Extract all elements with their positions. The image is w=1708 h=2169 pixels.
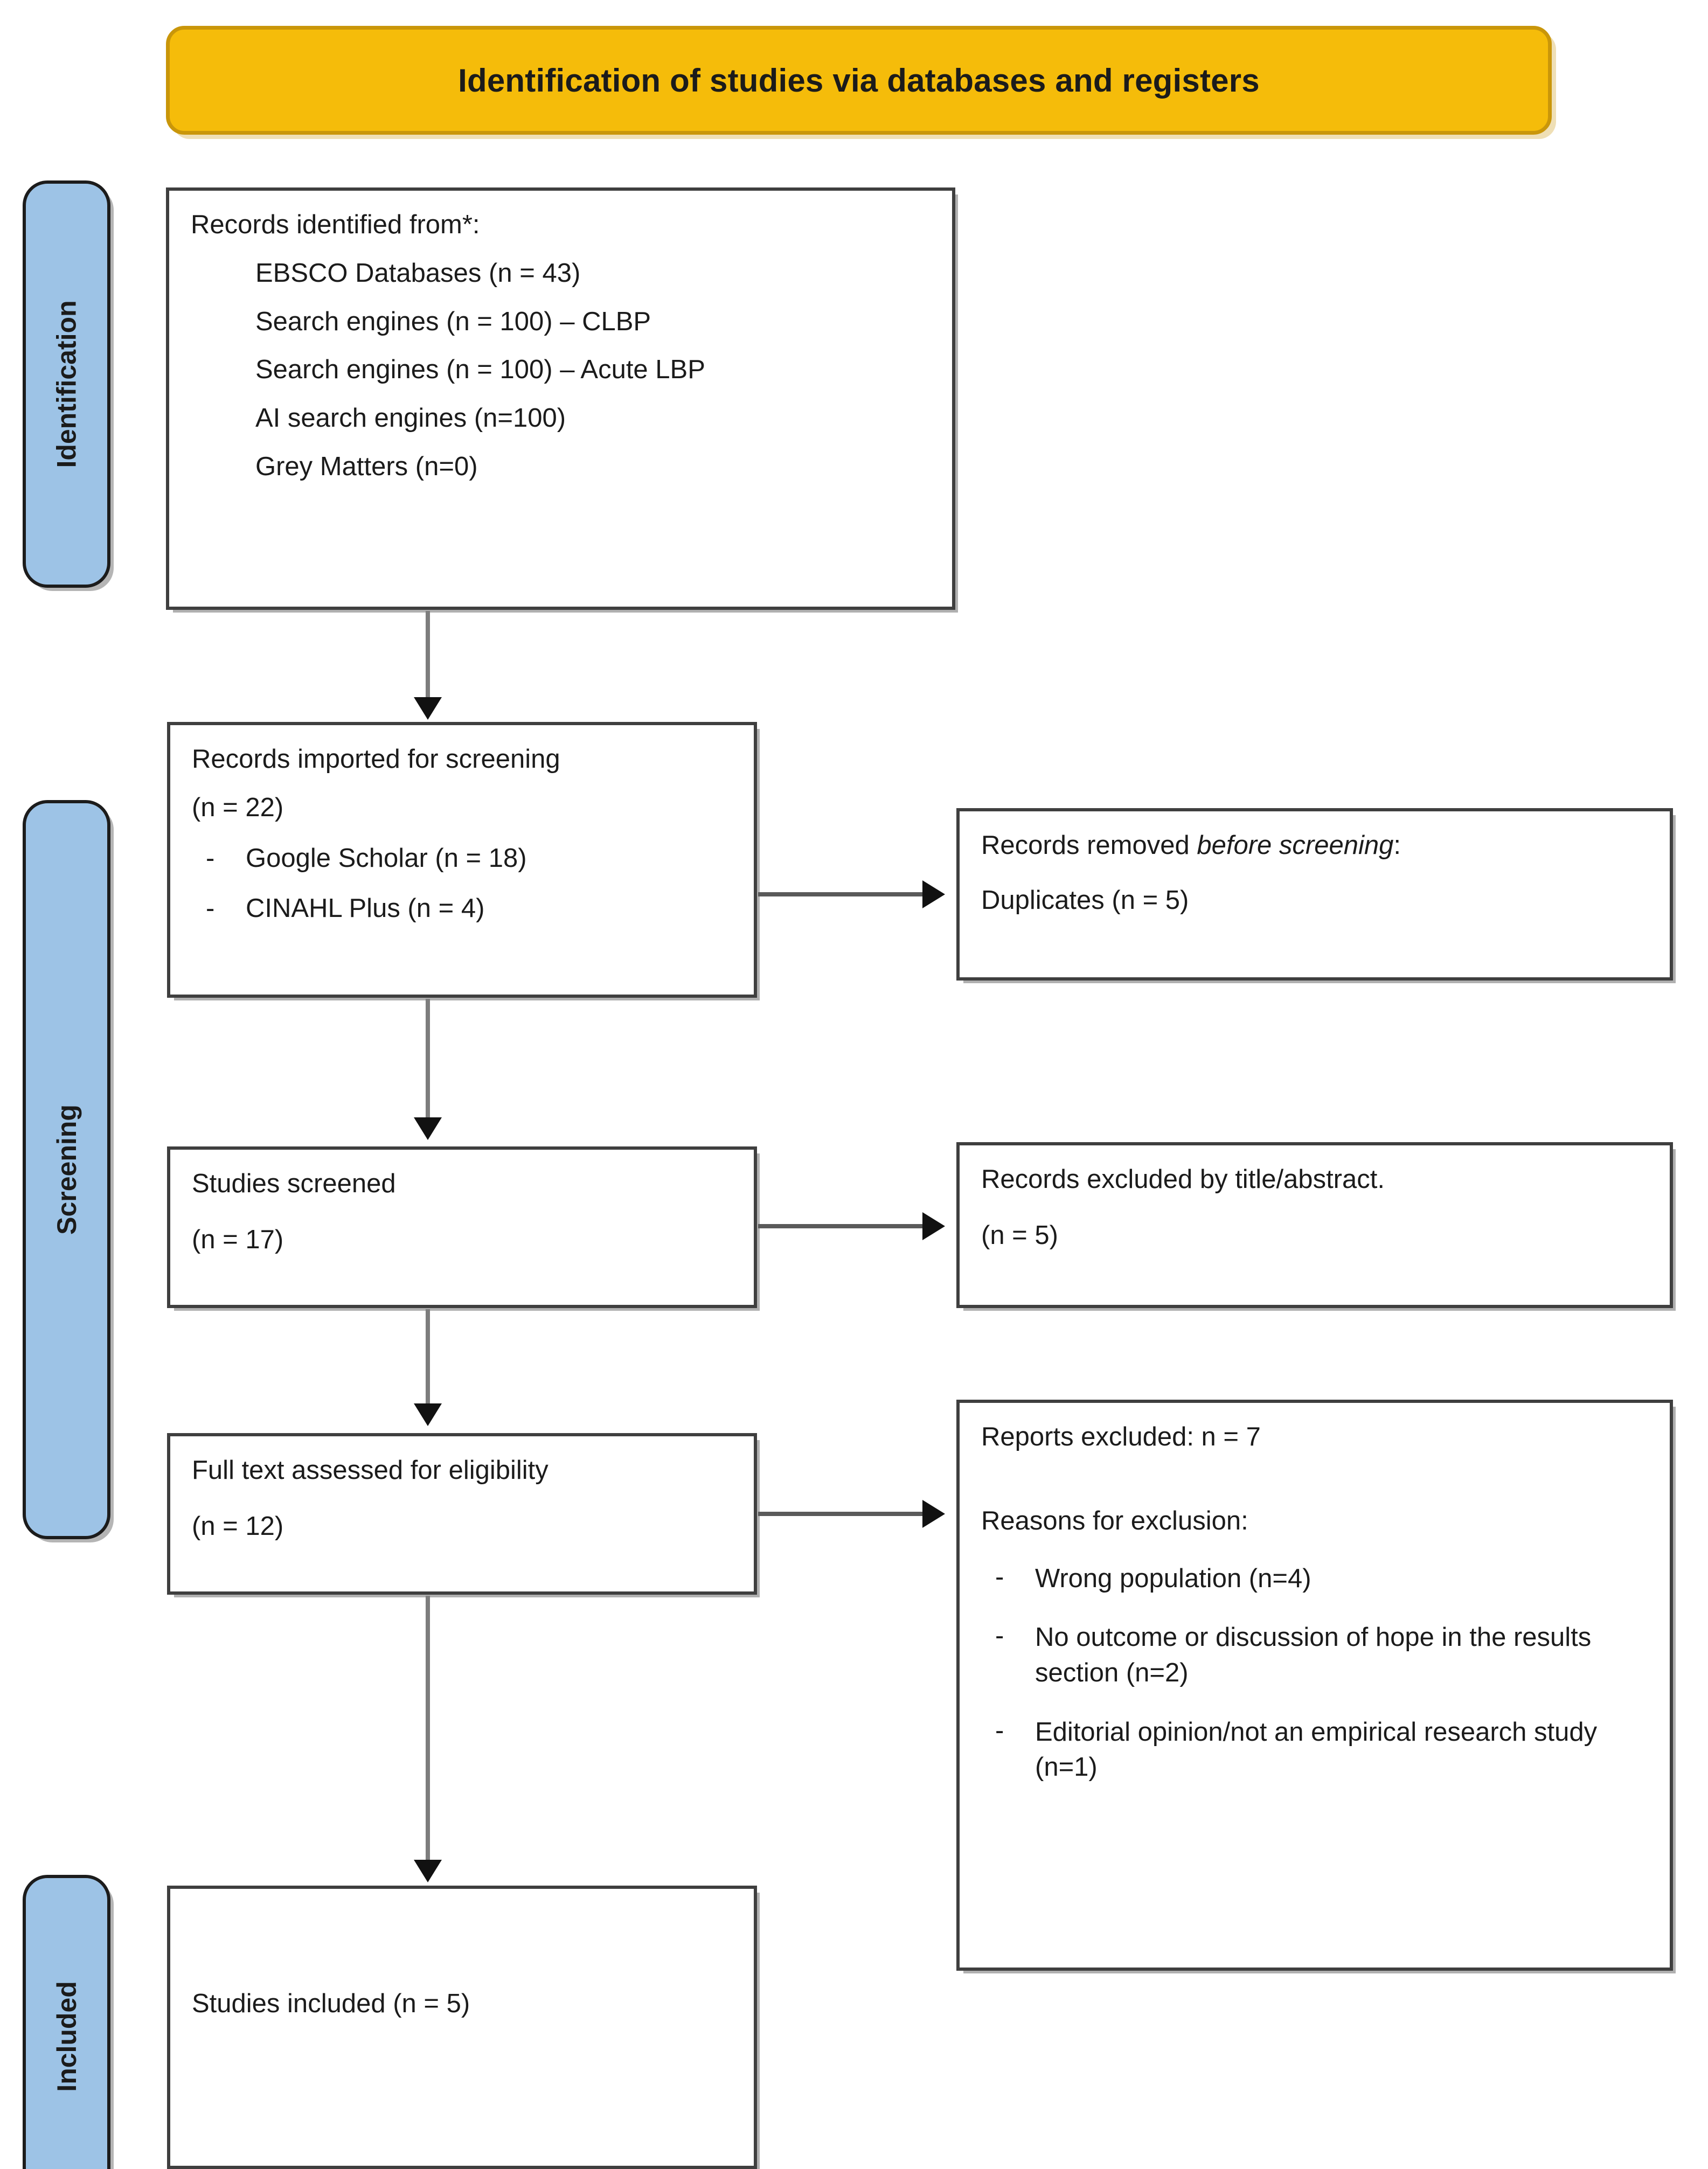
- records-identified-source: Grey Matters (n=0): [255, 451, 478, 481]
- arrow-down-icon: [414, 697, 442, 720]
- header-title: Identification of studies via databases …: [458, 62, 1260, 99]
- box-records-removed: Records removed before screening: Duplic…: [956, 808, 1673, 981]
- records-excluded-ta-count: (n = 5): [981, 1220, 1058, 1250]
- connector-fulltext-to-reports-excluded: [758, 1512, 925, 1516]
- records-identified-source: Search engines (n = 100) – CLBP: [255, 307, 651, 336]
- records-imported-bullet: - CINAHL Plus (n = 4): [192, 893, 732, 925]
- stage-bar-screening: Screening: [23, 800, 110, 1539]
- records-identified-source: EBSCO Databases (n = 43): [255, 258, 581, 288]
- dash-bullet-icon: -: [206, 843, 215, 873]
- connector-screened-to-excluded: [758, 1224, 925, 1228]
- records-imported-title: Records imported for screening: [192, 745, 560, 774]
- reports-excluded-reason-text: No outcome or discussion of hope in the …: [1035, 1623, 1592, 1687]
- records-removed-duplicates: Duplicates (n = 5): [981, 885, 1189, 915]
- reports-excluded-reason-text: Editorial opinion/not an empirical resea…: [1035, 1717, 1598, 1782]
- arrow-right-icon: [922, 1212, 945, 1240]
- studies-included-title: Studies included (n = 5): [192, 1989, 470, 2018]
- connector-fulltext-to-included: [426, 1596, 430, 1862]
- stage-label-included: Included: [51, 1981, 82, 2092]
- box-fulltext-assessed: Full text assessed for eligibility (n = …: [167, 1433, 757, 1595]
- stage-label-screening: Screening: [51, 1104, 82, 1235]
- studies-screened-title: Studies screened: [192, 1169, 396, 1198]
- dash-bullet-icon: -: [995, 1715, 1004, 1745]
- records-removed-prefix: Records removed: [981, 831, 1197, 860]
- box-reports-excluded: Reports excluded: n = 7 Reasons for excl…: [956, 1400, 1673, 1971]
- records-identified-source: AI search engines (n=100): [255, 404, 566, 433]
- arrow-right-icon: [922, 1500, 945, 1528]
- arrow-down-icon: [414, 1403, 442, 1426]
- reports-excluded-reason: - Editorial opinion/not an empirical res…: [981, 1715, 1648, 1785]
- dash-bullet-icon: -: [995, 1621, 1004, 1651]
- records-removed-suffix: :: [1393, 831, 1401, 860]
- fulltext-assessed-count: (n = 12): [192, 1511, 284, 1541]
- connector-imported-to-removed: [758, 892, 925, 896]
- records-excluded-ta-title: Records excluded by title/abstract.: [981, 1165, 1385, 1194]
- box-studies-included: Studies included (n = 5): [167, 1886, 757, 2169]
- box-studies-screened: Studies screened (n = 17): [167, 1146, 757, 1308]
- reports-excluded-title: Reports excluded: n = 7: [981, 1422, 1261, 1451]
- records-imported-bullet-text: Google Scholar (n = 18): [246, 843, 527, 873]
- header-banner: Identification of studies via databases …: [166, 26, 1552, 135]
- records-imported-bullet: - Google Scholar (n = 18): [192, 843, 732, 875]
- arrow-down-icon: [414, 1860, 442, 1882]
- arrow-down-icon: [414, 1117, 442, 1140]
- reports-excluded-reason-text: Wrong population (n=4): [1035, 1563, 1311, 1593]
- dash-bullet-icon: -: [206, 894, 215, 923]
- box-records-excluded-title-abstract: Records excluded by title/abstract. (n =…: [956, 1142, 1673, 1308]
- records-removed-emphasis: before screening: [1197, 831, 1394, 860]
- box-records-imported: Records imported for screening (n = 22) …: [167, 722, 757, 998]
- records-identified-source: Search engines (n = 100) – Acute LBP: [255, 355, 705, 385]
- records-imported-bullet-text: CINAHL Plus (n = 4): [246, 894, 485, 923]
- stage-bar-identification: Identification: [23, 180, 110, 588]
- records-imported-count: (n = 22): [192, 792, 284, 822]
- records-identified-title: Records identified from*:: [191, 210, 480, 239]
- connector-screened-to-fulltext: [426, 1309, 430, 1406]
- fulltext-assessed-title: Full text assessed for eligibility: [192, 1456, 548, 1485]
- studies-screened-count: (n = 17): [192, 1225, 284, 1254]
- dash-bullet-icon: -: [995, 1562, 1004, 1591]
- reports-excluded-reason: - Wrong population (n=4): [981, 1561, 1648, 1597]
- reports-excluded-reason: - No outcome or discussion of hope in th…: [981, 1620, 1648, 1691]
- connector-imported-to-screened: [426, 999, 430, 1120]
- arrow-right-icon: [922, 880, 945, 908]
- records-removed-title: Records removed before screening:: [981, 830, 1648, 862]
- stage-bar-included: Included: [23, 1875, 110, 2169]
- reports-excluded-reasons-heading: Reasons for exclusion:: [981, 1506, 1248, 1535]
- box-records-identified: Records identified from*: EBSCO Database…: [166, 187, 955, 610]
- stage-label-identification: Identification: [51, 300, 82, 468]
- connector-identified-to-imported: [426, 611, 430, 700]
